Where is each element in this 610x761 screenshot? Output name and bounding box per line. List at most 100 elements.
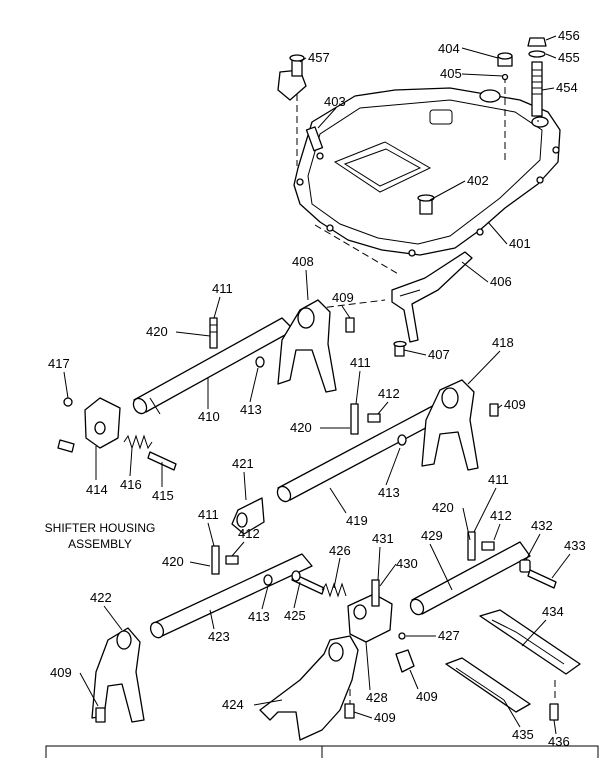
callout-436: 436 (548, 734, 570, 749)
callout-430: 430 (396, 556, 418, 571)
leader-line (467, 350, 501, 385)
callout-413: 413 (248, 609, 270, 624)
bolt-425 (291, 570, 325, 595)
diagram-title-line-1: SHIFTER HOUSING (45, 521, 156, 535)
pin-431 (371, 579, 380, 607)
callout-411: 411 (350, 355, 371, 370)
callout-411: 411 (198, 507, 219, 522)
detent-413-b (397, 434, 407, 446)
leader-line (305, 269, 309, 301)
screw-417 (63, 397, 73, 407)
leader-line (189, 561, 211, 567)
detent-413-c (263, 574, 273, 586)
callout-420: 420 (146, 324, 168, 339)
screw-409-f (344, 703, 355, 719)
leader-line (293, 581, 301, 609)
callout-427: 427 (438, 628, 460, 643)
callout-425: 425 (284, 608, 306, 623)
leader-line (503, 699, 521, 728)
pin-432 (519, 559, 531, 573)
shift-rod-429 (409, 541, 531, 616)
detent-412-c (225, 555, 239, 565)
callout-417: 417 (48, 356, 70, 371)
callout-431: 431 (372, 531, 394, 546)
plug-402 (417, 194, 435, 215)
bracket-bolt-457 (277, 54, 307, 101)
leader-line (175, 331, 211, 337)
callout-411: 411 (488, 472, 509, 487)
callout-412: 412 (378, 386, 400, 401)
leader-line (385, 447, 401, 486)
callout-409: 409 (50, 665, 72, 680)
callout-409: 409 (374, 710, 396, 725)
callout-labels: 457 404 405 456 455 454 403 402 401 408 … (48, 28, 586, 749)
callout-421: 421 (232, 456, 254, 471)
callout-409: 409 (416, 689, 438, 704)
callout-410: 410 (198, 409, 220, 424)
leader-line (545, 35, 557, 41)
callout-429: 429 (421, 528, 443, 543)
screw-409-c (489, 403, 499, 417)
callout-420: 420 (432, 500, 454, 515)
callout-413: 413 (378, 485, 400, 500)
leader-line (103, 605, 123, 631)
callout-423: 423 (208, 629, 230, 644)
shifter-housing-cover (293, 87, 561, 257)
callout-435: 435 (512, 727, 534, 742)
stud-nut-washer (527, 37, 547, 117)
leader-line (487, 221, 508, 245)
callout-456: 456 (558, 28, 580, 43)
callout-455: 455 (558, 50, 580, 65)
leader-line (249, 367, 259, 403)
pin-411-d (467, 531, 476, 561)
callout-409: 409 (332, 290, 354, 305)
diagram-title-line-2: ASSEMBLY (68, 537, 132, 551)
callout-414: 414 (86, 482, 108, 497)
leader-line (213, 296, 221, 319)
detent-412-b (367, 413, 381, 423)
leader-line (253, 699, 283, 706)
bracket-line (45, 745, 599, 758)
screw-409-d (95, 707, 106, 723)
breather-404 (497, 52, 513, 81)
leader-line (379, 563, 397, 587)
callout-433: 433 (564, 538, 586, 553)
callout-424: 424 (222, 697, 244, 712)
leader-line (243, 471, 247, 501)
block-414 (84, 397, 121, 449)
leader-line (521, 619, 547, 647)
callout-416: 416 (120, 477, 142, 492)
leader-line (207, 522, 215, 547)
leader-line (497, 404, 503, 409)
leader-line (63, 371, 69, 399)
plug-409-e (395, 649, 415, 673)
callout-415: 415 (152, 488, 174, 503)
block-428 (347, 593, 393, 643)
callout-420: 420 (162, 554, 184, 569)
leader-line (541, 87, 555, 91)
callout-402: 402 (467, 173, 489, 188)
pin-411-a (209, 317, 218, 349)
callout-405: 405 (440, 66, 462, 81)
leader-line (403, 349, 427, 356)
leader-line (377, 546, 381, 581)
callout-406: 406 (490, 274, 512, 289)
callout-426: 426 (329, 543, 351, 558)
leader-line (462, 507, 471, 541)
leader-line (461, 73, 504, 77)
bracket-406 (391, 251, 473, 343)
leader-line (317, 107, 337, 129)
callout-413: 413 (240, 402, 262, 417)
leader-line (473, 487, 497, 533)
leader-line (355, 370, 361, 405)
pin-403 (305, 126, 324, 152)
leader-line (409, 669, 419, 690)
leader-line (525, 533, 541, 561)
leader-line (365, 641, 371, 691)
callout-419: 419 (346, 513, 368, 528)
detent-412-d (481, 541, 495, 551)
callout-420: 420 (290, 420, 312, 435)
leader-line (329, 487, 347, 514)
callout-403: 403 (324, 94, 346, 109)
